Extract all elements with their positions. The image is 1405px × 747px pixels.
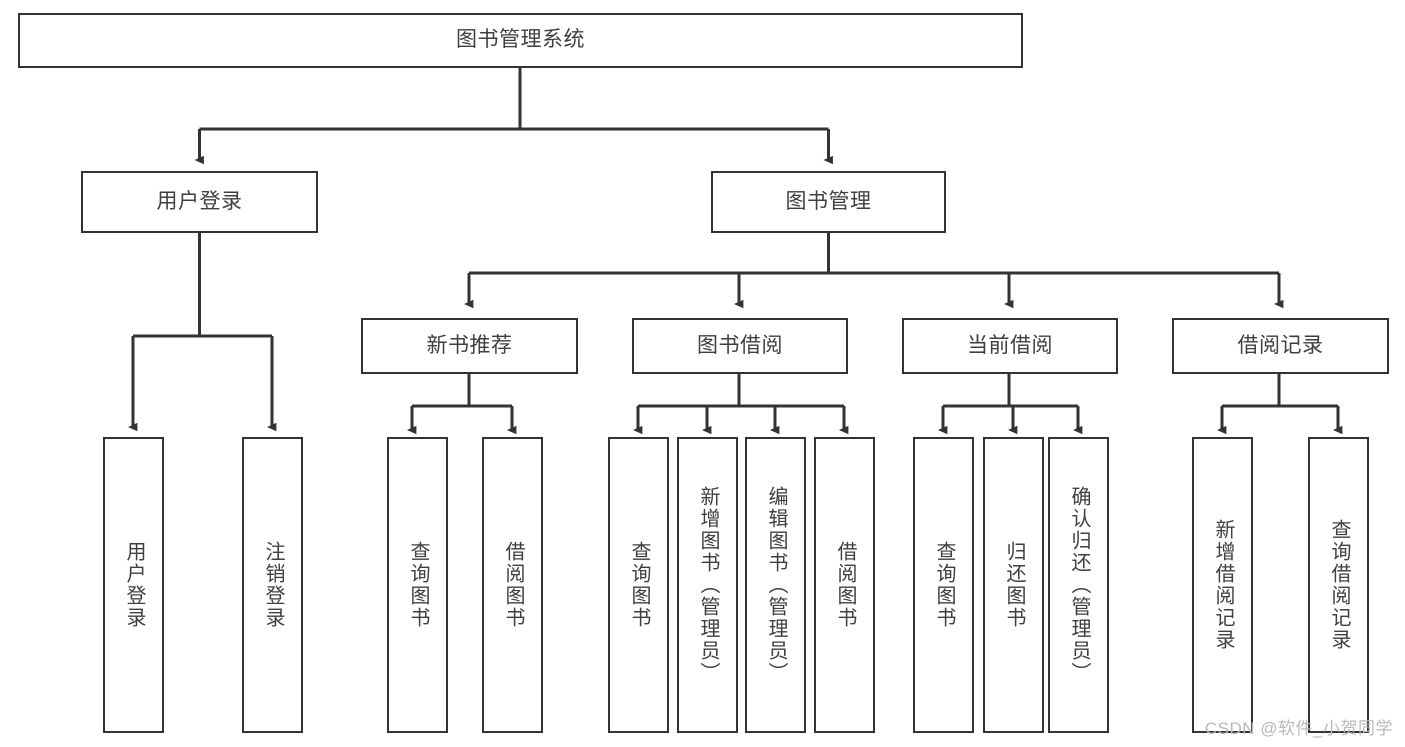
node-book-borrow[interactable]: 图书借阅: [632, 318, 848, 374]
node-leaf-add-book-label: 新增图书（管理员）: [697, 486, 719, 684]
node-leaf-query-record[interactable]: 查询借阅记录: [1308, 437, 1369, 733]
node-leaf-edit-book-label: 编辑图书（管理员）: [765, 486, 787, 684]
node-book-management-label: 图书管理: [785, 189, 872, 213]
book-borrow-connectors: [633, 374, 849, 435]
node-current-borrow[interactable]: 当前借阅: [902, 318, 1118, 374]
node-leaf-borrow-book-2[interactable]: 借阅图书: [814, 437, 875, 733]
node-leaf-add-record[interactable]: 新增借阅记录: [1192, 437, 1253, 733]
borrow-record-connectors: [1217, 374, 1343, 435]
node-borrow-record[interactable]: 借阅记录: [1172, 318, 1389, 374]
node-root[interactable]: 图书管理系统: [18, 13, 1023, 68]
node-book-management[interactable]: 图书管理: [711, 171, 946, 233]
node-user-login[interactable]: 用户登录: [81, 171, 318, 233]
node-leaf-return-book[interactable]: 归还图书: [983, 437, 1044, 733]
node-leaf-borrow-book-1-label: 借阅图书: [502, 541, 524, 629]
node-leaf-logout-login-label: 注销登录: [262, 541, 284, 629]
node-leaf-query-book-3[interactable]: 查询图书: [913, 437, 974, 733]
node-leaf-add-record-label: 新增借阅记录: [1212, 519, 1234, 651]
node-leaf-borrow-book-1[interactable]: 借阅图书: [482, 437, 543, 733]
new-book-recommend-connectors: [407, 374, 517, 435]
user-login-connectors: [128, 233, 277, 432]
node-root-label: 图书管理系统: [456, 28, 585, 52]
root-connectors: [194, 68, 833, 165]
node-new-book-recommend-label: 新书推荐: [426, 333, 513, 357]
node-leaf-query-record-label: 查询借阅记录: [1328, 519, 1350, 651]
node-leaf-query-book-3-label: 查询图书: [933, 541, 955, 629]
node-leaf-return-book-label: 归还图书: [1003, 541, 1025, 629]
book-management-connectors: [464, 233, 1284, 309]
node-leaf-user-login[interactable]: 用户登录: [103, 437, 164, 733]
node-leaf-query-book-2-label: 查询图书: [628, 541, 650, 629]
node-user-login-label: 用户登录: [156, 189, 243, 213]
node-current-borrow-label: 当前借阅: [967, 333, 1053, 357]
node-leaf-confirm-return[interactable]: 确认归还（管理员）: [1048, 437, 1109, 733]
node-new-book-recommend[interactable]: 新书推荐: [361, 318, 578, 374]
node-borrow-record-label: 借阅记录: [1237, 333, 1324, 357]
current-borrow-connectors: [938, 374, 1083, 435]
node-leaf-query-book-1-label: 查询图书: [407, 541, 429, 629]
node-leaf-confirm-return-label: 确认归还（管理员）: [1068, 486, 1090, 684]
node-leaf-borrow-book-2-label: 借阅图书: [834, 541, 856, 629]
node-leaf-query-book-2[interactable]: 查询图书: [608, 437, 669, 733]
node-leaf-edit-book[interactable]: 编辑图书（管理员）: [745, 437, 806, 733]
node-leaf-logout-login[interactable]: 注销登录: [242, 437, 303, 733]
node-leaf-query-book-1[interactable]: 查询图书: [387, 437, 448, 733]
node-leaf-user-login-label: 用户登录: [123, 541, 145, 629]
node-book-borrow-label: 图书借阅: [697, 333, 783, 357]
node-leaf-add-book[interactable]: 新增图书（管理员）: [677, 437, 738, 733]
